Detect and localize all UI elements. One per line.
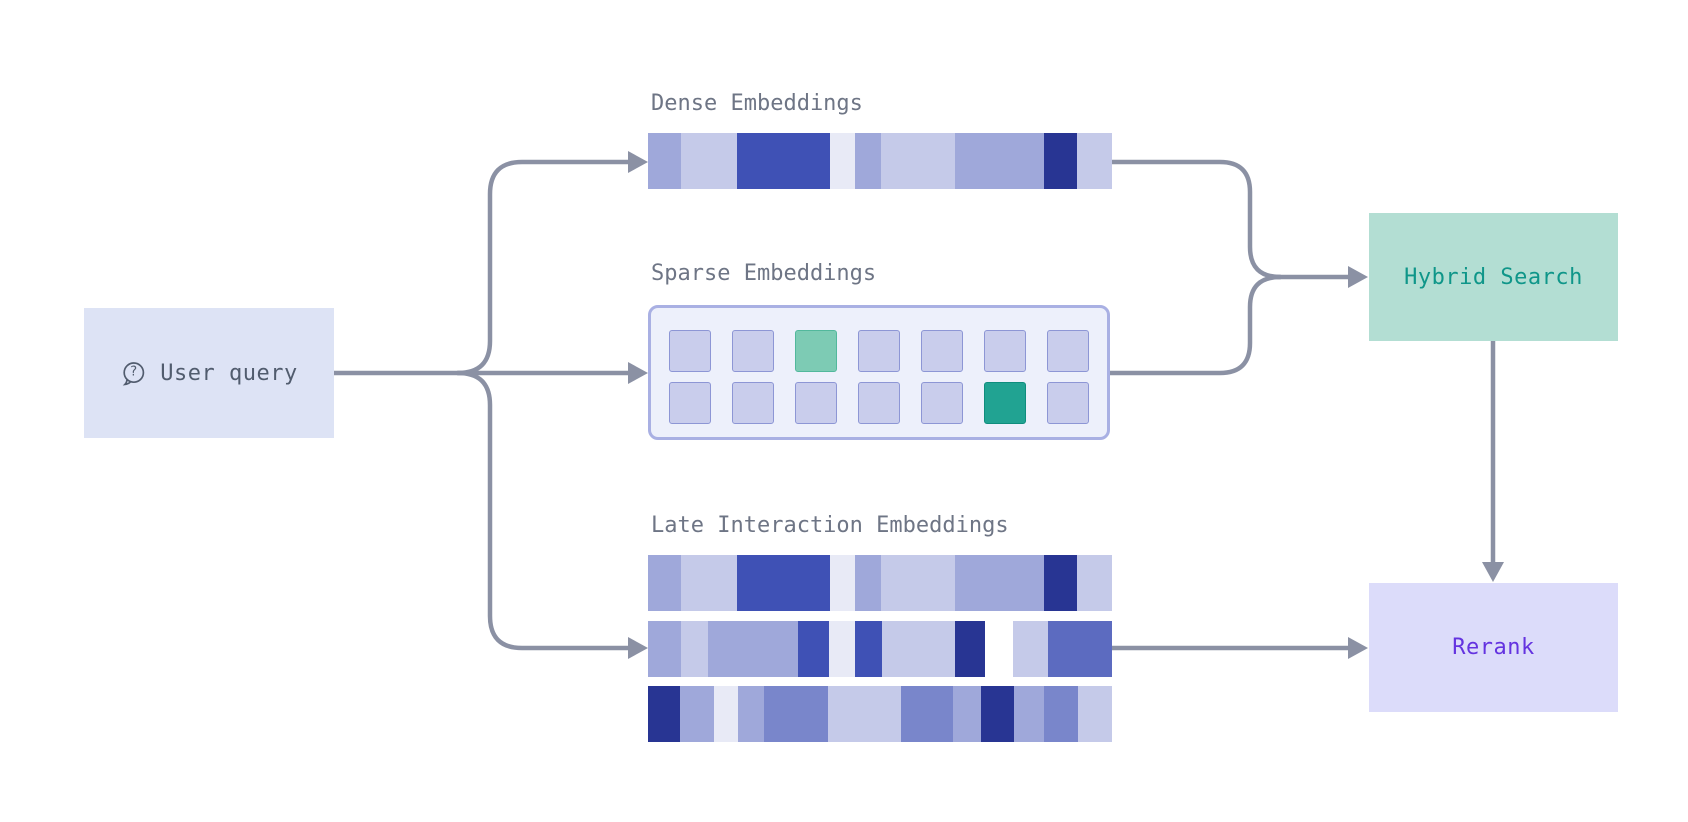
- embedding-segment: [764, 686, 828, 742]
- sparse-cell-default: [921, 382, 963, 424]
- connector-query-to-dense: [455, 159, 633, 376]
- embedding-segment: [708, 621, 798, 677]
- embedding-segment: [681, 621, 708, 677]
- chat-question-icon: ?: [122, 361, 145, 385]
- embedding-segment: [882, 621, 955, 677]
- sparse-cell-default: [732, 330, 774, 372]
- arrowhead-icon: [1482, 562, 1504, 582]
- late-interaction-bar-1: [648, 555, 1112, 611]
- embedding-segment: [1048, 621, 1112, 677]
- user-query-node: ? User query: [84, 308, 334, 438]
- dense-embeddings-bar: [648, 133, 1112, 189]
- embedding-segment: [1044, 133, 1077, 189]
- embedding-segment: [830, 555, 855, 611]
- late-interaction-bar-2: [648, 621, 1112, 677]
- embedding-segment: [985, 621, 1013, 677]
- embedding-segment: [881, 133, 955, 189]
- sparse-cell-default: [795, 382, 837, 424]
- sparse-cell-default: [669, 330, 711, 372]
- arrowhead-icon: [628, 151, 648, 173]
- sparse-row: [669, 382, 1089, 424]
- embedding-segment: [681, 555, 737, 611]
- connector-dense-to-merge: [1109, 159, 1283, 280]
- rerank-label: Rerank: [1452, 635, 1535, 660]
- embedding-segment: [1078, 686, 1112, 742]
- sparse-cell-default: [984, 330, 1026, 372]
- dense-embeddings-label: Dense Embeddings: [651, 91, 863, 116]
- sparse-cell-default: [669, 382, 711, 424]
- embedding-segment: [798, 621, 829, 677]
- embedding-segment: [953, 686, 981, 742]
- embedding-segment: [1077, 555, 1112, 611]
- late-interaction-bar-3: [648, 686, 1112, 742]
- embedding-segment: [955, 621, 985, 677]
- sparse-cell-default: [921, 330, 963, 372]
- sparse-cell-default: [1047, 382, 1089, 424]
- embedding-segment: [681, 133, 737, 189]
- embedding-segment: [855, 133, 881, 189]
- embedding-segment: [648, 133, 681, 189]
- embedding-segment: [901, 686, 953, 742]
- svg-text:?: ?: [130, 364, 138, 379]
- embedding-segment: [830, 133, 855, 189]
- rerank-node: Rerank: [1369, 583, 1618, 712]
- hybrid-search-node: Hybrid Search: [1369, 213, 1618, 341]
- embedding-segment: [828, 686, 901, 742]
- embedding-segment: [1077, 133, 1112, 189]
- sparse-cell-default: [858, 382, 900, 424]
- sparse-cell-default: [858, 330, 900, 372]
- user-query-label: User query: [160, 360, 298, 386]
- embedding-segment: [829, 621, 855, 677]
- embedding-segment: [981, 686, 1014, 742]
- embedding-segment: [737, 555, 830, 611]
- embedding-segment: [714, 686, 738, 742]
- arrowhead-icon: [1348, 637, 1368, 659]
- embedding-segment: [1044, 686, 1078, 742]
- embedding-segment: [648, 686, 680, 742]
- embedding-segment: [648, 621, 681, 677]
- embedding-segment: [955, 555, 1044, 611]
- arrowhead-icon: [628, 362, 648, 384]
- embedding-segment: [855, 555, 881, 611]
- sparse-cell-default: [732, 382, 774, 424]
- embedding-segment: [1014, 686, 1044, 742]
- sparse-embeddings-box: [648, 305, 1110, 440]
- connector-query-to-late: [455, 370, 633, 651]
- embedding-segment: [955, 133, 1044, 189]
- late-interaction-embeddings-label: Late Interaction Embeddings: [651, 513, 1009, 538]
- hybrid-search-label: Hybrid Search: [1404, 264, 1583, 290]
- embedding-segment: [648, 555, 681, 611]
- embedding-segment: [881, 555, 955, 611]
- sparse-embeddings-label: Sparse Embeddings: [651, 261, 877, 286]
- embedding-segment: [737, 133, 830, 189]
- arrowhead-icon: [628, 637, 648, 659]
- sparse-cell-teal-light: [795, 330, 837, 372]
- embedding-segment: [680, 686, 714, 742]
- embedding-segment: [1044, 555, 1077, 611]
- sparse-row: [669, 330, 1089, 372]
- embedding-segment: [855, 621, 882, 677]
- arrowhead-icon: [1348, 266, 1368, 288]
- sparse-cell-teal-dark: [984, 382, 1026, 424]
- embedding-segment: [738, 686, 764, 742]
- connector-sparse-to-merge: [1107, 274, 1283, 376]
- sparse-cell-default: [1047, 330, 1089, 372]
- embedding-segment: [1013, 621, 1048, 677]
